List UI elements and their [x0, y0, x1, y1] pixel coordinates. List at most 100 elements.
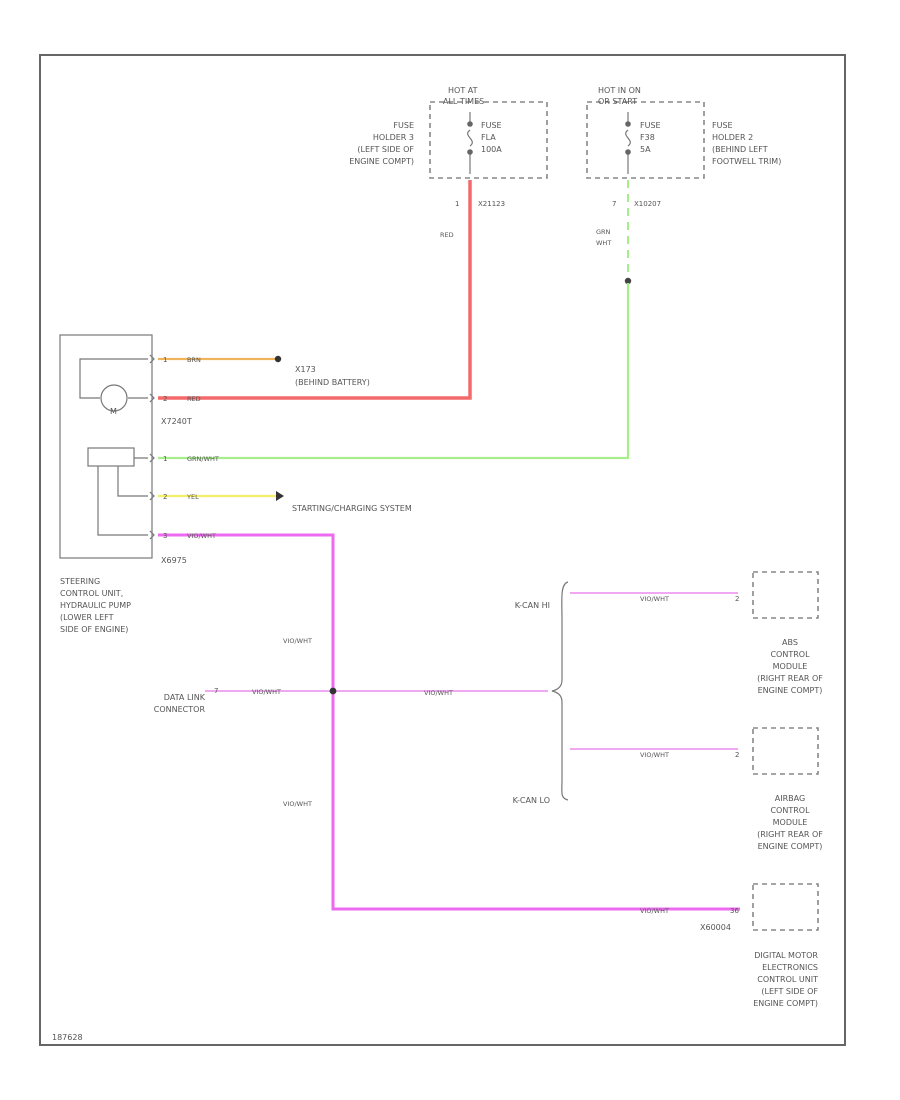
abs-wire: VIO/WHT [640, 595, 669, 603]
diagram-id: 187628 [52, 1033, 83, 1042]
abs-label-line4: (RIGHT REAR OF [757, 674, 823, 683]
airbag-label-line5: ENGINE COMPT) [758, 842, 823, 851]
starting-arrow [276, 491, 284, 501]
starting-label: STARTING/CHARGING SYSTEM [292, 504, 412, 513]
pump-pin1-num: 1 [163, 356, 167, 364]
pump-pin1-wire: BRN [187, 356, 201, 364]
wire-label-vio-down: VIO/WHT [283, 800, 312, 808]
fuse2-pin: 7 [612, 200, 616, 208]
fuse1-dot-top [467, 121, 473, 127]
fuse2-holder-line4: FOOTWELL TRIM) [712, 157, 781, 166]
dme-control-unit: VIO/WHT 36 X60004 DIGITAL MOTOR ELECTRON… [640, 883, 819, 1008]
pump-connector-ticks [149, 354, 155, 540]
ground-name: X173 [295, 365, 316, 374]
fuse-holder-3: HOT AT ALL TIMES FUSE FLA 100A FUSE HOLD… [349, 86, 548, 239]
fuse1-name-line1: FUSE [481, 121, 502, 130]
airbag-control-module: VIO/WHT 2 AIRBAG CONTROL MODULE (RIGHT R… [640, 727, 823, 851]
fuse-holder-3-box [429, 101, 548, 179]
dme-module-box [752, 883, 819, 931]
pump-pin4-wire: YEL [186, 493, 199, 501]
wire-green-splice [624, 277, 632, 285]
diagram-frame [39, 54, 846, 1046]
fuse1-symbol [467, 112, 473, 174]
dlc-label-line1: DATA LINK [164, 693, 206, 702]
k-can-brace [551, 581, 569, 801]
pump-pin2-num: 2 [163, 395, 167, 403]
fuse2-holder-line3: (BEHIND LEFT [712, 145, 768, 154]
pump-label-line3: HYDRAULIC PUMP [60, 601, 131, 610]
dme-label-line3: CONTROL UNIT [757, 975, 818, 984]
abs-label-line3: MODULE [773, 662, 808, 671]
pump-label-line2: CONTROL UNIT, [60, 589, 123, 598]
pump-pin5-num: 3 [163, 532, 167, 540]
dlc-pin: 7 [214, 687, 218, 695]
steering-control-unit: M 1 BRN 2 RED X7240T 1 GRN/WHT 2 YEL 3 V… [59, 334, 219, 634]
fuse2-holder-line1: FUSE [712, 121, 733, 130]
fuse2-symbol [625, 112, 631, 174]
fuse1-hot-line1: HOT AT [448, 86, 478, 95]
ground-location: (BEHIND BATTERY) [295, 378, 370, 387]
pump-pin2-wire: RED [187, 395, 201, 403]
pump-label-line4: (LOWER LEFT [60, 613, 114, 622]
dlc-label-line2: CONNECTOR [154, 705, 206, 714]
abs-pin: 2 [735, 595, 739, 603]
kcan-hi-label: K-CAN HI [515, 601, 550, 610]
fuse2-holder-line2: HOLDER 2 [712, 133, 753, 142]
pump-control-module [87, 447, 135, 467]
airbag-label-line1: AIRBAG [775, 794, 805, 803]
airbag-module-box [752, 727, 819, 775]
airbag-label-line2: CONTROL [770, 806, 810, 815]
fuse2-dot-top [625, 121, 631, 127]
dme-label-line4: (LEFT SIDE OF [761, 987, 818, 996]
fuse1-holder-line1: FUSE [393, 121, 414, 130]
pump-connector-bottom: X6975 [161, 556, 187, 565]
pump-pin3-wire: GRN/WHT [187, 455, 219, 463]
dme-connector: X60004 [700, 923, 731, 932]
fuse2-name-line2: F38 [640, 133, 655, 142]
fuse1-holder-line3: (LEFT SIDE OF [357, 145, 414, 154]
airbag-label-line4: (RIGHT REAR OF [757, 830, 823, 839]
dlc-wire: VIO/WHT [252, 688, 281, 696]
dme-label-line1: DIGITAL MOTOR [754, 951, 818, 960]
dme-pin: 36 [730, 907, 739, 915]
fuse1-connector: X21123 [478, 200, 505, 208]
airbag-pin: 2 [735, 751, 739, 759]
abs-label-line2: CONTROL [770, 650, 810, 659]
fuse1-holder-line4: ENGINE COMPT) [349, 157, 414, 166]
dme-label-line2: ELECTRONICS [762, 963, 818, 972]
data-link-connector: DATA LINK CONNECTOR 7 VIO/WHT [154, 687, 281, 714]
fuse1-holder-line2: HOLDER 3 [373, 133, 414, 142]
abs-module-box [752, 571, 819, 619]
kcan-lo-label: K-CAN LO [513, 796, 550, 805]
ground-x173: X173 (BEHIND BATTERY) [274, 355, 370, 387]
pump-control-wiring [97, 457, 148, 536]
fuse1-wire-label: RED [440, 231, 454, 239]
pump-motor-symbol: M [110, 407, 117, 416]
pump-pin4-num: 2 [163, 493, 167, 501]
fuse2-hot-line1: HOT IN ON [598, 86, 641, 95]
pump-pin3-num: 1 [163, 455, 167, 463]
wire-violet-trunk [158, 533, 740, 911]
pump-connector-top: X7240T [161, 417, 192, 426]
pump-label-line5: SIDE OF ENGINE) [60, 625, 128, 634]
fuse2-wire-label-line1: GRN [596, 228, 611, 236]
k-can-branch: K-CAN HI K-CAN LO [513, 581, 569, 805]
wire-label-vio-horizontal: VIO/WHT [424, 689, 453, 697]
pump-pin5-wire: VIO/WHT [187, 532, 216, 540]
fuse1-name-line3: 100A [481, 145, 502, 154]
abs-label-line1: ABS [782, 638, 798, 647]
fuse2-wire-label-line2: WHT [596, 239, 611, 247]
wire-red [158, 180, 472, 400]
fuse-holder-2-box [586, 101, 705, 179]
fuse2-connector: X10207 [634, 200, 661, 208]
pump-outer-box [59, 334, 153, 559]
pump-motor-circle [100, 384, 128, 412]
violet-splice [329, 687, 337, 695]
fuse2-hot-line2: OR START [598, 97, 637, 106]
airbag-label-line3: MODULE [773, 818, 808, 827]
dme-label-line5: ENGINE COMPT) [753, 999, 818, 1008]
fuse1-pin: 1 [455, 200, 459, 208]
fuse1-hot-line2: ALL TIMES [443, 97, 484, 106]
fuse2-dot-bottom [625, 149, 631, 155]
